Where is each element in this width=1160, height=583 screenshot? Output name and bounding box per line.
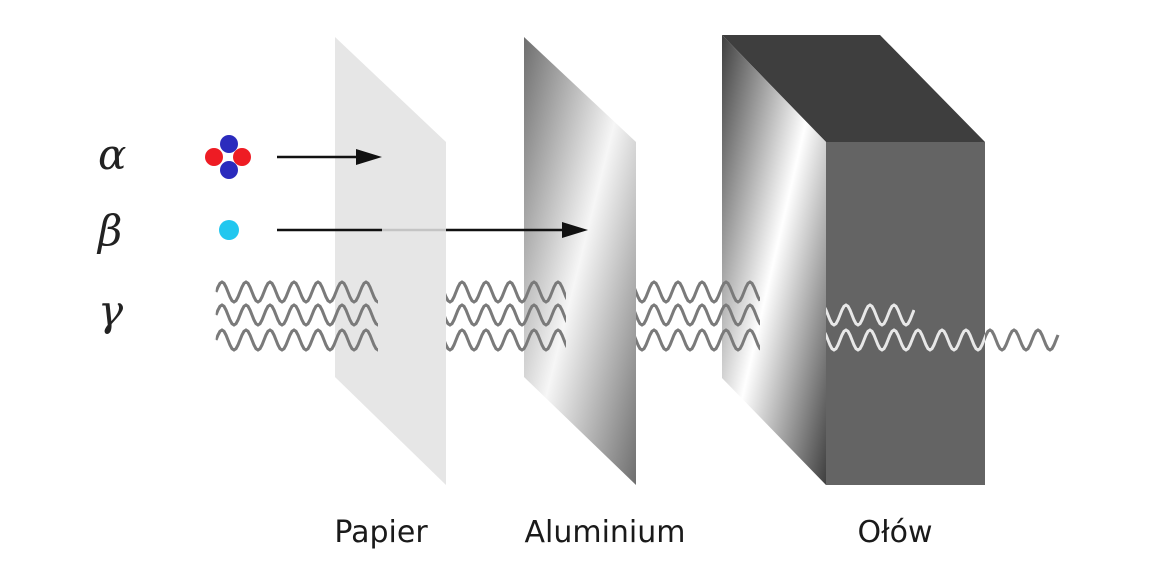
proton-left bbox=[205, 148, 223, 166]
gamma-wave-3-segment bbox=[826, 328, 1058, 352]
gamma-wave-1-segment bbox=[216, 280, 378, 304]
alpha-particle bbox=[205, 135, 251, 179]
alpha-symbol: α bbox=[98, 130, 127, 179]
paper-sheet bbox=[335, 37, 446, 485]
gamma-waves-front bbox=[216, 280, 1060, 352]
gamma-wave-3-segment bbox=[216, 328, 378, 352]
gamma-wave-2-segment bbox=[446, 303, 566, 327]
gamma-wave-1-segment bbox=[636, 280, 760, 304]
beta-symbol: β bbox=[98, 206, 123, 255]
material-label-lead: Ołów bbox=[857, 515, 933, 550]
beta-particle bbox=[219, 220, 239, 240]
gamma-symbol: γ bbox=[98, 286, 124, 335]
material-label-paper: Papier bbox=[334, 515, 428, 550]
gamma-wave-1-segment bbox=[446, 280, 566, 304]
neutron-bottom bbox=[220, 161, 238, 179]
alpha-arrow bbox=[277, 149, 382, 165]
proton-right bbox=[233, 148, 251, 166]
lead-block bbox=[722, 35, 985, 485]
material-label-aluminium: Aluminium bbox=[524, 515, 686, 550]
lead-block-top bbox=[722, 35, 985, 142]
neutron-top bbox=[220, 135, 238, 153]
aluminium-sheet bbox=[524, 37, 636, 485]
gamma-wave-3-segment bbox=[636, 328, 760, 352]
gamma-wave-2-segment bbox=[216, 303, 378, 327]
lead-block-side bbox=[722, 35, 826, 485]
beta-arrow bbox=[277, 222, 588, 238]
